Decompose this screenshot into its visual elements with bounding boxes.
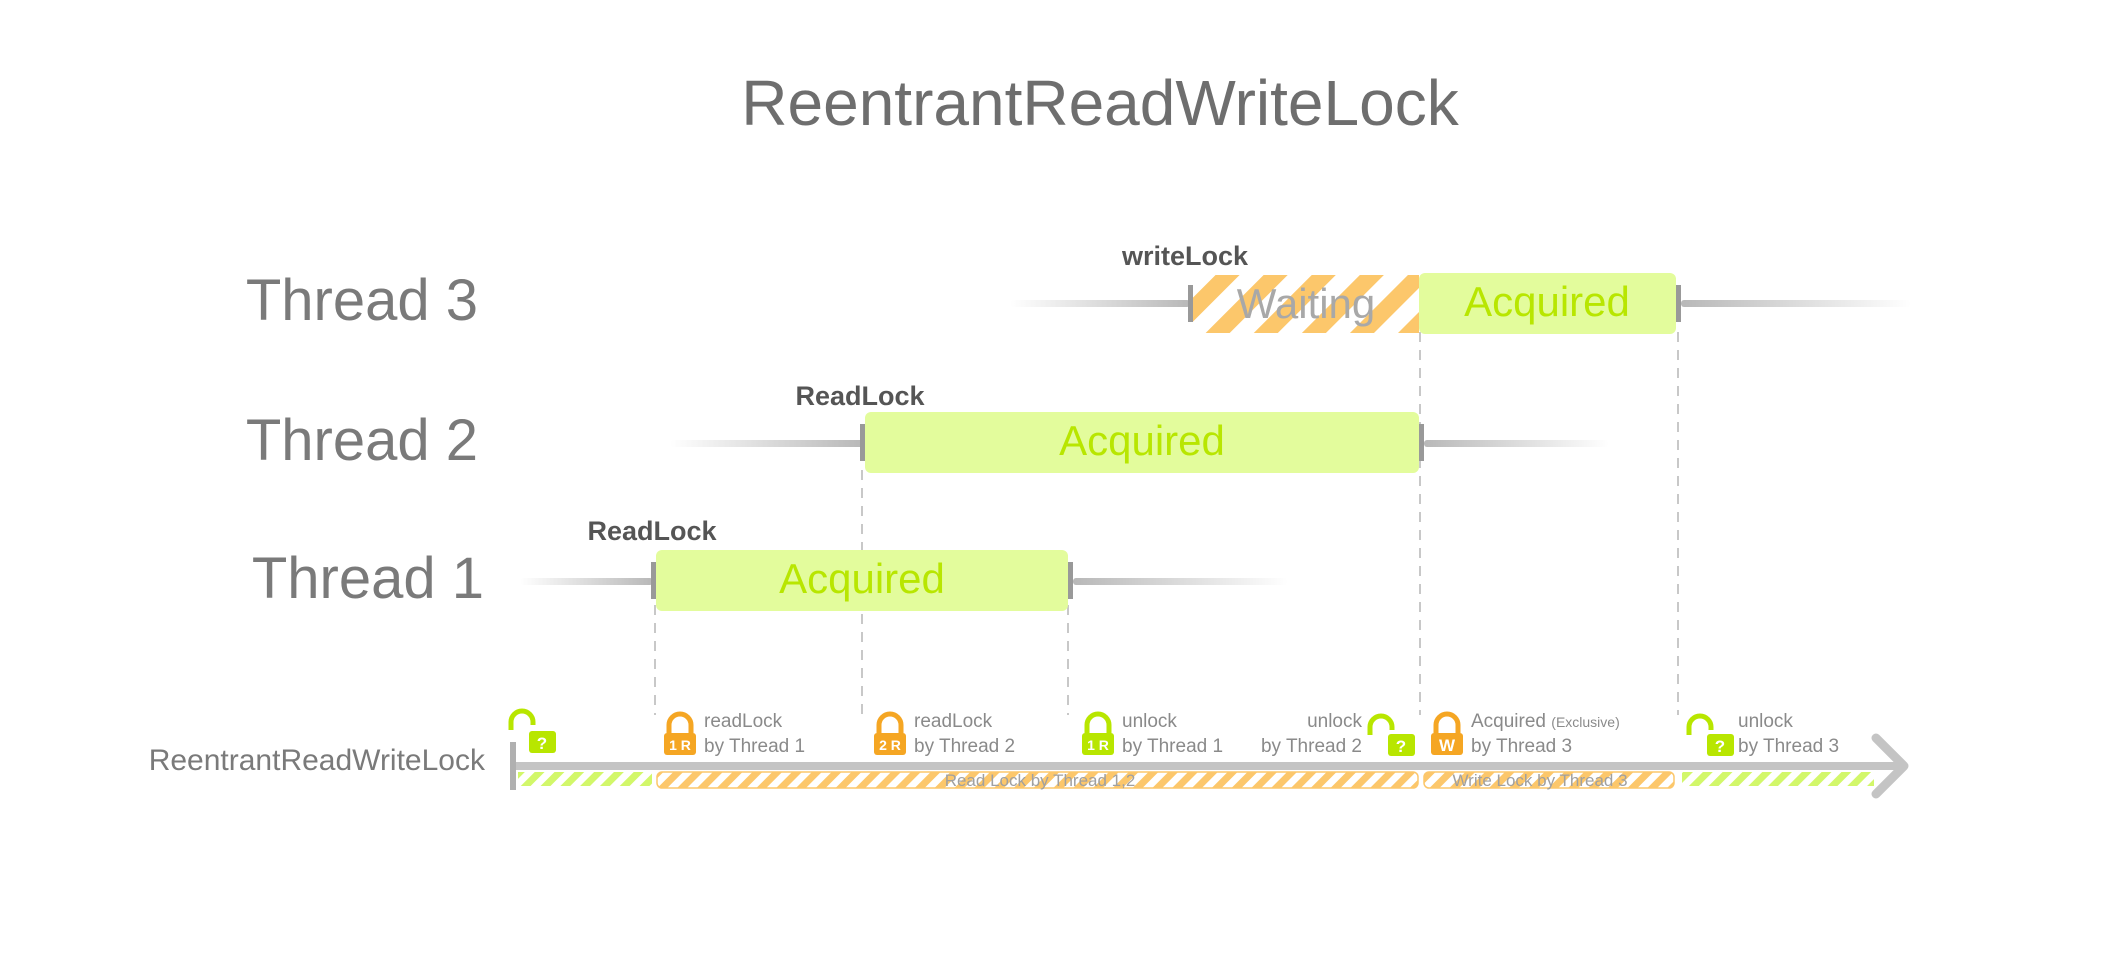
read-lock-bar-label: Read Lock by Thread 1,2 [945, 771, 1136, 790]
event-actor: by Thread 1 [1122, 736, 1223, 757]
thread-2-lock-label: ReadLock [795, 381, 925, 411]
thread-3-idle-line-before [1010, 300, 1190, 307]
thread-3-lock-label: writeLock [1121, 241, 1249, 271]
thread-3-idle-line-after [1681, 300, 1911, 307]
event-unlock-thread-3: ? unlock by Thread 3 [1686, 711, 1839, 757]
time-guides [654, 332, 1679, 715]
event-actor: by Thread 2 [1261, 736, 1362, 757]
event-actor: by Thread 2 [914, 736, 1015, 757]
thread-3-tick-end [1676, 285, 1681, 322]
event-action: unlock [1122, 711, 1177, 732]
svg-text:2 R: 2 R [879, 737, 901, 753]
lock-timeline-start-tick [510, 742, 516, 790]
read-lock-bar [656, 771, 1419, 789]
thread-1-tick-start [651, 562, 656, 599]
diagram-title: ReentrantReadWriteLock [741, 67, 1459, 139]
thread-1-tick-end [1068, 562, 1073, 599]
thread-3-row: Thread 3 Waiting Acquired writeLock [246, 241, 1911, 334]
event-unlock-thread-2: unlock by Thread 2 ? [1261, 711, 1415, 757]
lock-timeline-axis [510, 762, 1900, 770]
svg-text:?: ? [1715, 737, 1725, 756]
thread-3-label: Thread 3 [246, 268, 478, 333]
lock-row-label: ReentrantReadWriteLock [149, 744, 486, 777]
svg-text:1 R: 1 R [669, 737, 691, 753]
svg-text:W: W [1439, 736, 1456, 755]
thread-1-idle-line-before [520, 578, 653, 585]
event-readlock-thread-1: 1 R readLock by Thread 1 [664, 711, 805, 757]
thread-2-row: Thread 2 Acquired ReadLock [246, 381, 1609, 473]
event-readlock-thread-2: 2 R readLock by Thread 2 [874, 711, 1015, 757]
write-lock-bar [1423, 771, 1675, 789]
thread-3-waiting-bar [1193, 275, 1419, 333]
thread-1-acquired-bar [656, 550, 1068, 611]
thread-1-row: Thread 1 Acquired ReadLock [252, 516, 1288, 611]
thread-1-lock-label: ReadLock [587, 516, 717, 546]
unlocked-icon: ? [1686, 713, 1734, 756]
svg-text:?: ? [537, 734, 547, 753]
svg-text:1 R: 1 R [1087, 737, 1109, 753]
thread-2-idle-line-after [1424, 440, 1609, 447]
lock-state-row: ReentrantReadWriteLock Read Lock by Thre… [149, 708, 1909, 799]
event-writelock-thread-3: W Acquired (Exclusive) by Thread 3 [1431, 711, 1620, 757]
event-actor: by Thread 3 [1471, 736, 1572, 757]
thread-2-acquired-label: Acquired [1059, 417, 1225, 464]
thread-1-acquired-label: Acquired [779, 555, 945, 602]
write-lock-bar-label: Write Lock by Thread 3 [1452, 771, 1627, 790]
thread-2-label: Thread 2 [246, 408, 478, 473]
event-actor: by Thread 1 [704, 736, 805, 757]
thread-1-idle-line-after [1073, 578, 1288, 585]
thread-2-idle-line-before [670, 440, 863, 447]
event-action: readLock [704, 711, 783, 732]
thread-2-tick-end [1419, 424, 1424, 461]
event-action: unlock [1307, 711, 1362, 732]
unlocked-icon: ? [508, 708, 556, 753]
event-initial-unlocked: ? [508, 708, 556, 753]
event-unlock-thread-1: 1 R unlock by Thread 1 [1082, 711, 1223, 757]
thread-2-acquired-bar [865, 412, 1419, 473]
lock-icon: 1 R [664, 711, 696, 755]
unlocked-icon: ? [1367, 713, 1415, 756]
lock-icon: 1 R [1082, 711, 1114, 755]
lock-icon: 2 R [874, 711, 906, 755]
svg-text:?: ? [1396, 737, 1406, 756]
event-actor: by Thread 3 [1738, 736, 1839, 757]
thread-2-tick-start [860, 424, 865, 461]
event-action: Acquired (Exclusive) [1471, 711, 1620, 732]
event-action: unlock [1738, 711, 1793, 732]
lock-timeline-arrowhead [1871, 733, 1909, 799]
thread-3-waiting-label: Waiting [1237, 280, 1376, 327]
thread-3-acquired-label: Acquired [1464, 278, 1630, 325]
event-action: readLock [914, 711, 993, 732]
unlocked-bar-start [518, 772, 652, 786]
unlocked-bar-end [1682, 772, 1874, 786]
thread-1-label: Thread 1 [252, 546, 484, 611]
thread-3-tick-start [1188, 285, 1193, 322]
thread-3-acquired-bar [1419, 273, 1676, 334]
lock-icon: W [1431, 711, 1463, 755]
